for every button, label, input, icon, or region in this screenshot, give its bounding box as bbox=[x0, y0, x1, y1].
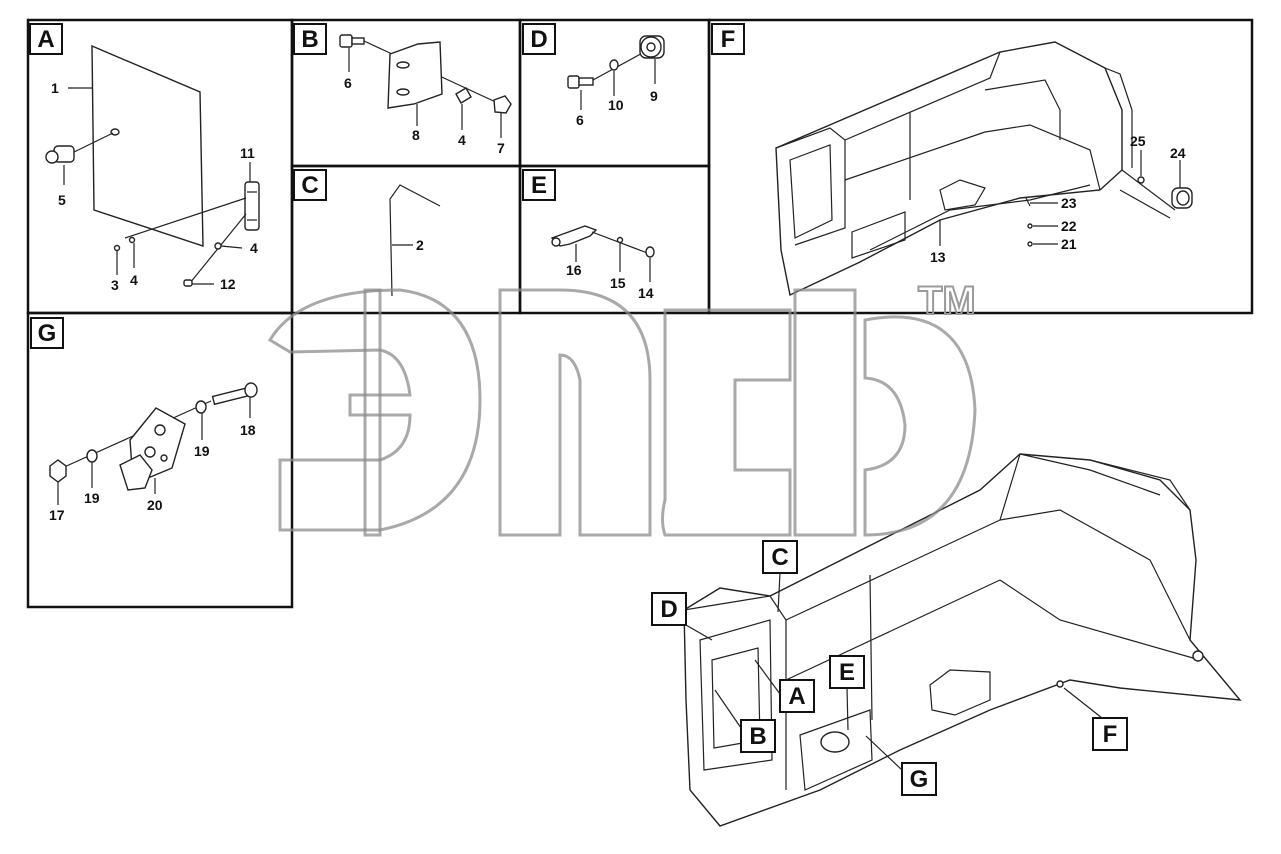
part-label-10: 10 bbox=[608, 97, 624, 113]
part-label-2: 2 bbox=[416, 237, 424, 253]
part-label-4b: 4 bbox=[130, 272, 138, 288]
panel-b-tag: B bbox=[293, 23, 327, 55]
panel-g-letter: G bbox=[38, 320, 57, 347]
callout-e-letter: E bbox=[839, 659, 855, 686]
glass-hole bbox=[110, 128, 120, 136]
panel-c-drawing: 2 bbox=[389, 184, 441, 297]
part-label-22: 22 bbox=[1061, 218, 1077, 234]
part-label-23: 23 bbox=[1061, 195, 1077, 211]
panel-b-letter: B bbox=[301, 26, 318, 53]
panel-b-drawing: 6 8 4 7 bbox=[339, 34, 512, 156]
hinge-part bbox=[244, 181, 260, 231]
part-label-3: 3 bbox=[111, 277, 119, 293]
cab-assembly-part bbox=[775, 41, 1176, 297]
part-label-20: 20 bbox=[147, 497, 163, 513]
callout-g: G bbox=[865, 735, 937, 796]
short-bolt-part bbox=[567, 75, 594, 89]
panel-a-letter: A bbox=[37, 26, 54, 53]
part-label-4a: 4 bbox=[250, 240, 258, 256]
washer-part bbox=[455, 87, 472, 104]
part-label-19b: 19 bbox=[84, 490, 100, 506]
part-label-17: 17 bbox=[49, 507, 65, 523]
bracket-part bbox=[387, 41, 443, 109]
panel-e-tag: E bbox=[522, 169, 556, 201]
panel-d-drawing: 6 10 9 bbox=[567, 35, 665, 128]
bolt-part bbox=[339, 34, 365, 48]
panel-e-drawing: 16 15 14 bbox=[550, 225, 655, 301]
panel-a-tag: A bbox=[29, 23, 63, 55]
callout-e: E bbox=[829, 655, 865, 731]
callout-g-letter: G bbox=[910, 766, 929, 793]
mirror-bumper-part bbox=[1171, 187, 1193, 209]
long-bolt-part bbox=[211, 382, 258, 406]
part-label-6b: 6 bbox=[576, 112, 584, 128]
latch-assembly-part bbox=[119, 407, 186, 491]
part-label-25: 25 bbox=[1130, 133, 1146, 149]
part-label-6: 6 bbox=[344, 75, 352, 91]
nut-g-part bbox=[49, 459, 67, 483]
panel-letter-tags: A B C D E F G bbox=[29, 23, 745, 349]
callout-d: D bbox=[651, 592, 713, 641]
callout-b-letter: B bbox=[749, 723, 766, 750]
callout-f: F bbox=[1063, 687, 1128, 751]
panel-f-drawing: 25 24 23 22 21 13 bbox=[775, 41, 1193, 297]
panel-d-letter: D bbox=[530, 26, 547, 53]
panel-f-letter: F bbox=[721, 26, 736, 53]
rubber-stop-part bbox=[45, 145, 75, 164]
callout-a: A bbox=[754, 659, 815, 713]
part-label-18: 18 bbox=[240, 422, 256, 438]
part-label-16: 16 bbox=[566, 262, 582, 278]
washer-g2-part bbox=[86, 449, 98, 463]
part-label-5: 5 bbox=[58, 192, 66, 208]
callout-c: C bbox=[762, 540, 798, 613]
door-handle-part bbox=[550, 225, 598, 247]
trademark-mark: TM bbox=[918, 279, 976, 323]
part-label-12: 12 bbox=[220, 276, 236, 292]
callout-f-letter: F bbox=[1103, 721, 1118, 748]
part-label-4c: 4 bbox=[458, 132, 466, 148]
part-label-14: 14 bbox=[638, 285, 654, 301]
part-label-11: 11 bbox=[240, 145, 255, 161]
panel-f-tag: F bbox=[711, 23, 745, 55]
spacer-washer-part bbox=[609, 59, 619, 71]
part-label-24: 24 bbox=[1170, 145, 1186, 161]
nut-part bbox=[493, 95, 512, 114]
wire-rod-part bbox=[389, 184, 441, 297]
panel-f-frame bbox=[707, 18, 1254, 315]
overview-cab bbox=[683, 453, 1242, 827]
part-label-13: 13 bbox=[930, 249, 946, 265]
glass-panel bbox=[91, 44, 204, 247]
part-label-21: 21 bbox=[1061, 236, 1077, 252]
callout-b: B bbox=[714, 689, 776, 753]
panel-c-tag: C bbox=[293, 169, 327, 201]
part-label-9: 9 bbox=[650, 88, 658, 104]
watermark-logo: TM bbox=[267, 278, 977, 537]
part-label-1: 1 bbox=[51, 80, 59, 96]
part-label-19a: 19 bbox=[194, 443, 210, 459]
panel-g-drawing: 18 19 17 19 20 bbox=[49, 382, 258, 523]
rubber-bumper-part bbox=[639, 35, 665, 59]
panel-a-drawing: 1 5 11 4 3 4 12 bbox=[45, 44, 260, 293]
overview-callouts: C D A E B G F bbox=[651, 540, 1128, 796]
callout-d-letter: D bbox=[660, 596, 677, 623]
callout-a-letter: A bbox=[788, 683, 805, 710]
washer-g1-part bbox=[195, 400, 207, 414]
panel-g-tag: G bbox=[30, 317, 64, 349]
part-label-8: 8 bbox=[412, 127, 420, 143]
panel-d-tag: D bbox=[522, 23, 556, 55]
callout-c-letter: C bbox=[771, 544, 788, 571]
part-label-15: 15 bbox=[610, 275, 626, 291]
panel-c-letter: C bbox=[301, 172, 318, 199]
panel-e-letter: E bbox=[531, 172, 547, 199]
part-label-7: 7 bbox=[497, 140, 505, 156]
